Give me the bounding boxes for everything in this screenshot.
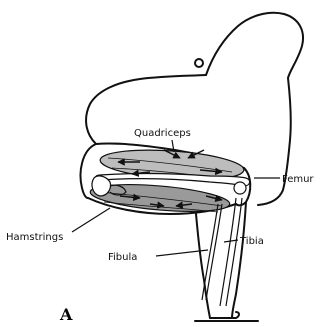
femur-label: Femur [282,174,314,185]
knee-joint [234,182,246,194]
necklace-loop [195,59,203,67]
panel-letter: A [59,305,73,324]
tibia-label: Tibia [239,236,264,247]
hamstrings-leader [72,208,110,232]
fibula-bone [206,204,222,300]
hamstrings-label: Hamstrings [6,232,63,243]
fibula-label: Fibula [108,252,137,263]
quadriceps-label: Quadriceps [134,128,191,139]
fibula-bone-edge [202,204,218,300]
foot-outline [210,312,239,318]
